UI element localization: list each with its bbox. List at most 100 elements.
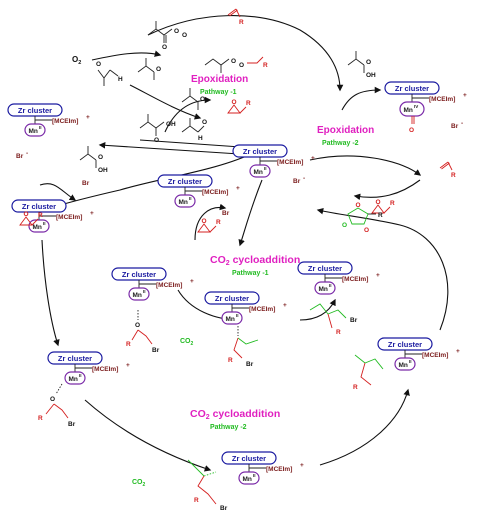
- svg-text:Epoxidation: Epoxidation: [317, 125, 374, 136]
- alkene-right: [439, 161, 457, 180]
- svg-text:Pathway -2: Pathway -2: [322, 140, 359, 147]
- arrow-mid-right-2: [299, 298, 336, 321]
- svg-text:OH: OH: [366, 72, 376, 79]
- epoxide-mid: [197, 217, 222, 233]
- arrow-cat-to-left: [48, 151, 256, 210]
- acid-top-right: OH O: [347, 51, 376, 79]
- carbonate-opening: R Br: [309, 303, 358, 336]
- svg-text:R: R: [353, 384, 358, 391]
- alkene-top: [227, 8, 245, 27]
- arrow-return-to-cat: [316, 207, 449, 331]
- svg-text:Br: Br: [451, 123, 459, 130]
- arrow-cat-to-mn4: [309, 155, 422, 176]
- svg-text:O: O: [174, 28, 179, 35]
- arrow-br-left: [39, 183, 77, 201]
- alkoxide-fragment: O R Br: [38, 383, 76, 428]
- co2-activated-bottom: R Br: [187, 459, 228, 512]
- svg-text:O: O: [154, 137, 159, 144]
- svg-text:R: R: [126, 341, 131, 348]
- svg-text:CO2: CO2: [180, 338, 194, 347]
- catalyst-left-bottom: [47, 351, 131, 385]
- aldehyde-left: H O: [96, 61, 123, 86]
- svg-text:R: R: [194, 497, 199, 504]
- catalyst-mid-4: [297, 261, 381, 295]
- svg-text:O: O: [366, 59, 371, 66]
- aldehyde-center: O H: [181, 118, 207, 142]
- svg-text:OH: OH: [166, 121, 176, 128]
- svg-text:O: O: [200, 96, 205, 103]
- svg-text:O: O: [162, 44, 167, 51]
- co2-activated-mid: R Br: [228, 326, 259, 368]
- svg-text:O: O: [98, 154, 103, 161]
- arrow-mn4-return: [353, 179, 421, 201]
- svg-text:R: R: [38, 415, 43, 422]
- svg-text:O: O: [156, 66, 161, 73]
- svg-text:Pathway -1: Pathway -1: [200, 89, 237, 96]
- svg-text:Epoxidation: Epoxidation: [191, 74, 248, 85]
- svg-text:Br: Br: [68, 421, 76, 428]
- bromide-label: Br: [82, 180, 90, 187]
- svg-text:IV: IV: [414, 104, 418, 109]
- peroxy-adduct: O O R: [204, 56, 268, 73]
- svg-text:Br: Br: [220, 505, 228, 512]
- svg-text:-: -: [461, 120, 463, 127]
- svg-text:Mn: Mn: [404, 107, 413, 114]
- svg-text:O: O: [202, 119, 207, 126]
- svg-text:-: -: [26, 150, 28, 157]
- arrow-left-down: [41, 239, 60, 347]
- acyloxy-radical: O: [181, 88, 205, 110]
- svg-text:Br: Br: [350, 317, 358, 324]
- title-epoxidation-1: Epoxidation Pathway -1: [191, 74, 248, 96]
- peroxy-acyl-radical: O O O: [147, 21, 187, 51]
- svg-text:R: R: [228, 357, 233, 364]
- svg-text:Pathway -2: Pathway -2: [210, 424, 247, 431]
- alkoxide-fragment: O R Br: [126, 310, 160, 354]
- catalyst-bottom: [221, 451, 305, 485]
- svg-text:Br: Br: [246, 361, 254, 368]
- svg-text:O: O: [231, 58, 236, 65]
- arrow-bottom-right: [84, 399, 212, 472]
- title-co2-cycloaddition-1: CO2 cycloaddition Pathway -1: [210, 254, 300, 277]
- epoxide-right: [371, 198, 396, 214]
- arrow-to-mn-left: [98, 142, 256, 156]
- catalyst-left-top: Br -: [7, 103, 91, 160]
- title-co2-cycloaddition-2: CO2 cycloaddition Pathway -2: [190, 408, 280, 431]
- svg-text:Br: Br: [293, 178, 301, 185]
- co2-label-mid: CO2: [180, 338, 194, 347]
- acid-left: OH O: [79, 146, 108, 174]
- arrow-peracid: [164, 96, 212, 133]
- svg-text:O: O: [182, 32, 187, 39]
- catalyst-mn4: Zr cluster [MCEIm] + Mn IV O Br -: [384, 81, 467, 134]
- arrow-aldehyde-in: [129, 84, 202, 120]
- svg-text:H: H: [198, 135, 203, 142]
- svg-text:-: -: [303, 175, 305, 182]
- svg-text:O: O: [239, 62, 244, 69]
- catalyst-center: Br -: [232, 144, 316, 185]
- svg-text:+: +: [463, 92, 467, 99]
- svg-text:[MCEIm]: [MCEIm]: [429, 96, 455, 103]
- svg-text:O: O: [409, 127, 414, 134]
- svg-text:R: R: [336, 329, 341, 336]
- catalyst-mid-1: [157, 174, 241, 208]
- catalyst-right-5: [377, 337, 461, 371]
- arrow-top-arc: [147, 15, 344, 92]
- svg-text:Br: Br: [152, 347, 160, 354]
- arrow-acid-out: [341, 86, 382, 111]
- acyl-radical: O: [137, 58, 161, 80]
- svg-text:CO2 cycloaddition: CO2 cycloaddition: [190, 408, 280, 421]
- svg-text:R: R: [263, 62, 268, 69]
- svg-text:Pathway -1: Pathway -1: [232, 270, 269, 277]
- co2-label-bottom: CO2: [132, 479, 146, 488]
- svg-text:Br: Br: [16, 153, 24, 160]
- arrow-cat-down: [238, 179, 263, 247]
- arrow-o2: [91, 50, 162, 61]
- svg-text:OH: OH: [98, 167, 108, 174]
- svg-text:CO2 cycloaddition: CO2 cycloaddition: [210, 254, 300, 267]
- svg-text:O2: O2: [72, 55, 81, 66]
- arrow-mid-up: [194, 203, 227, 241]
- svg-text:Zr cluster: Zr cluster: [395, 84, 429, 93]
- arrow-right-up: [319, 388, 410, 466]
- catalyst-mid-3: [204, 291, 288, 325]
- svg-text:O: O: [50, 396, 55, 403]
